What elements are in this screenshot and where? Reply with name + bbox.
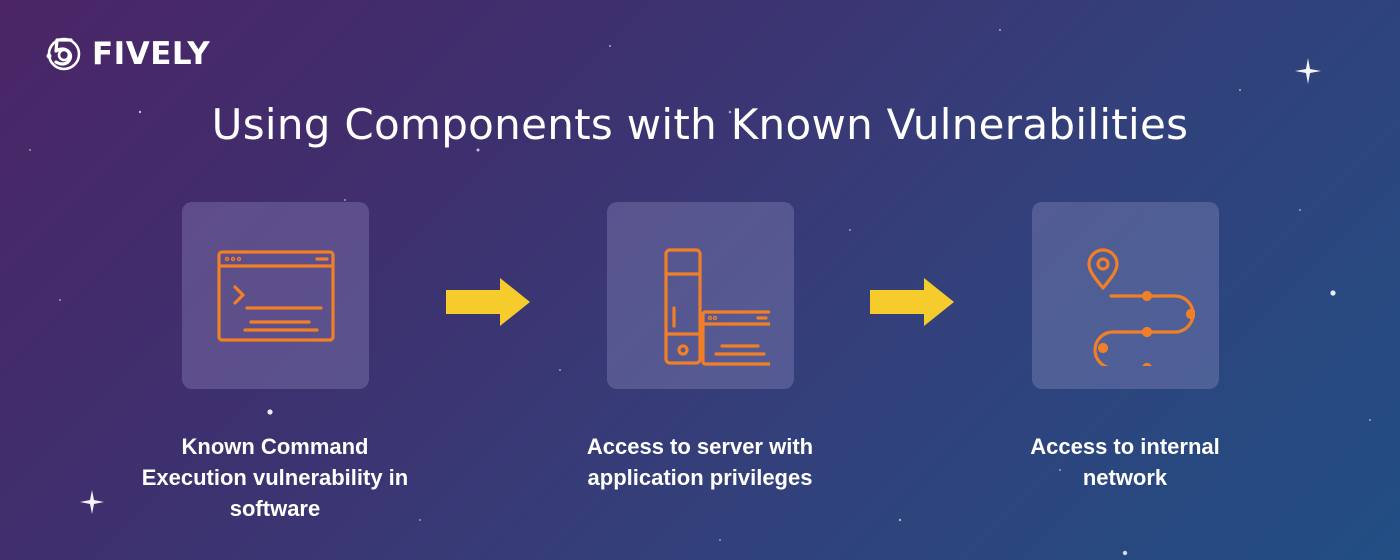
step-label-line: application privileges [587,465,813,490]
step-internal-network: Access to internal network [935,202,1315,493]
arrow-right-icon [870,278,954,326]
step-label-line: Access to server with [586,434,814,459]
step-card [606,202,794,389]
brand-name: FIVELY [92,36,211,72]
step-card [181,202,369,389]
step-label-line: network [1082,465,1168,490]
step-label: Access to internal network [935,431,1315,493]
step-label: Known Command Execution vulnerability in… [85,431,465,524]
server-window-icon [664,247,770,366]
step-command-execution: Known Command Execution vulnerability in… [85,202,465,524]
step-label-line: Execution vulnerability in [141,465,409,490]
step-server-access: Access to server with application privil… [510,202,890,493]
step-label: Access to server with application privil… [510,431,890,493]
page-title: Using Components with Known Vulnerabilit… [211,100,1189,149]
terminal-window-icon [217,249,335,342]
step-label-line: software [229,496,321,521]
step-label-line: Access to internal [1030,434,1220,459]
step-card [1031,202,1219,389]
step-label-line: Known Command [181,434,369,459]
arrow-right-icon [446,278,530,326]
network-route-icon [1087,247,1195,366]
fively-logo-icon [46,37,81,71]
brand-logo: FIVELY [44,34,210,74]
